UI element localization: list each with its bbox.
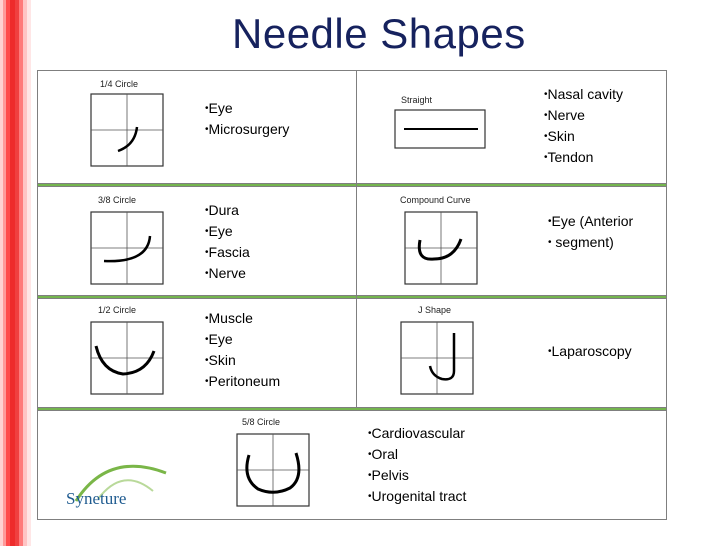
list-item: Tendon xyxy=(544,147,623,168)
j-shape-needle-diagram xyxy=(400,321,474,395)
list-three-eighths-circle-uses: Dura Eye Fascia Nerve xyxy=(205,200,250,284)
half-circle-needle-diagram xyxy=(90,321,164,395)
panel-label-compound-curve: Compound Curve xyxy=(400,195,471,205)
list-compound-curve-uses: Eye (Anterior segment) xyxy=(548,211,634,253)
row-separator-green xyxy=(38,183,666,186)
list-item: Eye xyxy=(205,98,289,119)
straight-needle-diagram xyxy=(394,109,486,149)
list-item: Microsurgery xyxy=(205,119,290,140)
syneture-logo-swoosh xyxy=(74,464,167,502)
row-divider xyxy=(38,295,666,296)
panel-label-three-eighths-circle: 3/8 Circle xyxy=(98,195,137,205)
list-item: Urogenital tract xyxy=(368,486,467,507)
list-half-circle-uses: Muscle Eye Skin Peritoneum xyxy=(205,308,281,392)
list-quarter-circle-uses: Eye Microsurgery xyxy=(205,98,290,140)
list-item: Laparoscopy xyxy=(548,341,632,362)
list-item: Eye (Anterior xyxy=(548,211,634,232)
row-divider xyxy=(38,407,666,408)
panel-label-five-eighths-circle: 5/8 Circle xyxy=(242,417,281,427)
syneture-logo-text: Syneture xyxy=(66,489,127,508)
three-eighths-circle-needle-diagram xyxy=(90,211,164,285)
list-item: Skin xyxy=(544,126,623,147)
compound-curve-needle-diagram xyxy=(404,211,478,285)
list-item: segment) xyxy=(548,232,633,253)
list-item: Eye xyxy=(205,329,280,350)
list-item: Muscle xyxy=(205,308,280,329)
needle-table: 1/4 Circle Eye Microsurgery Straight Nas… xyxy=(37,70,667,520)
list-item: Skin xyxy=(205,350,280,371)
row-separator-green xyxy=(38,407,666,410)
list-item: Eye xyxy=(205,221,250,242)
panel-label-half-circle: 1/2 Circle xyxy=(98,305,137,315)
list-straight-uses: Nasal cavity Nerve Skin Tendon xyxy=(544,84,623,168)
list-item: Pelvis xyxy=(368,465,466,486)
quarter-circle-needle-diagram xyxy=(90,93,164,167)
title-band xyxy=(37,0,728,78)
row-divider xyxy=(38,410,666,411)
list-item: Cardiovascular xyxy=(368,423,466,444)
list-item: Nerve xyxy=(205,263,250,284)
panel-label-j-shape: J Shape xyxy=(418,305,452,315)
list-item: Oral xyxy=(368,444,466,465)
list-item: Nasal cavity xyxy=(544,84,623,105)
list-item: Nerve xyxy=(544,105,623,126)
row-divider xyxy=(38,183,666,184)
list-item: Fascia xyxy=(205,242,250,263)
five-eighths-circle-needle-diagram xyxy=(236,433,310,507)
row-separator-green xyxy=(38,295,666,298)
left-decorative-bar xyxy=(0,0,37,546)
column-divider xyxy=(356,71,357,407)
panel-label-straight: Straight xyxy=(401,95,433,105)
row-divider xyxy=(38,298,666,299)
row-divider xyxy=(38,186,666,187)
list-item: Peritoneum xyxy=(205,371,281,392)
list-five-eighths-circle-uses: Cardiovascular Oral Pelvis Urogenital tr… xyxy=(368,423,467,507)
list-j-shape-uses: Laparoscopy xyxy=(548,341,632,362)
panel-label-quarter-circle: 1/4 Circle xyxy=(100,79,139,89)
list-item: Dura xyxy=(205,200,250,221)
slide-title: Needle Shapes xyxy=(232,10,526,57)
